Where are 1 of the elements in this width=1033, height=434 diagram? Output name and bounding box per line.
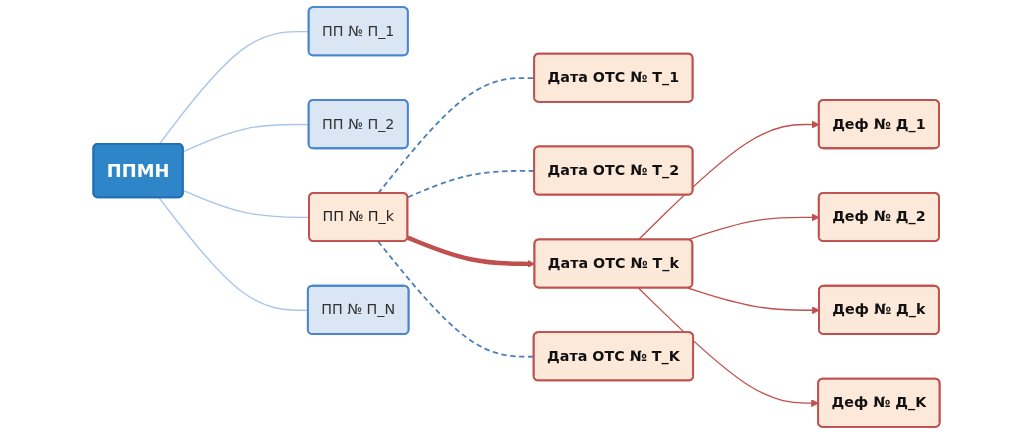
arrow [637,287,819,408]
